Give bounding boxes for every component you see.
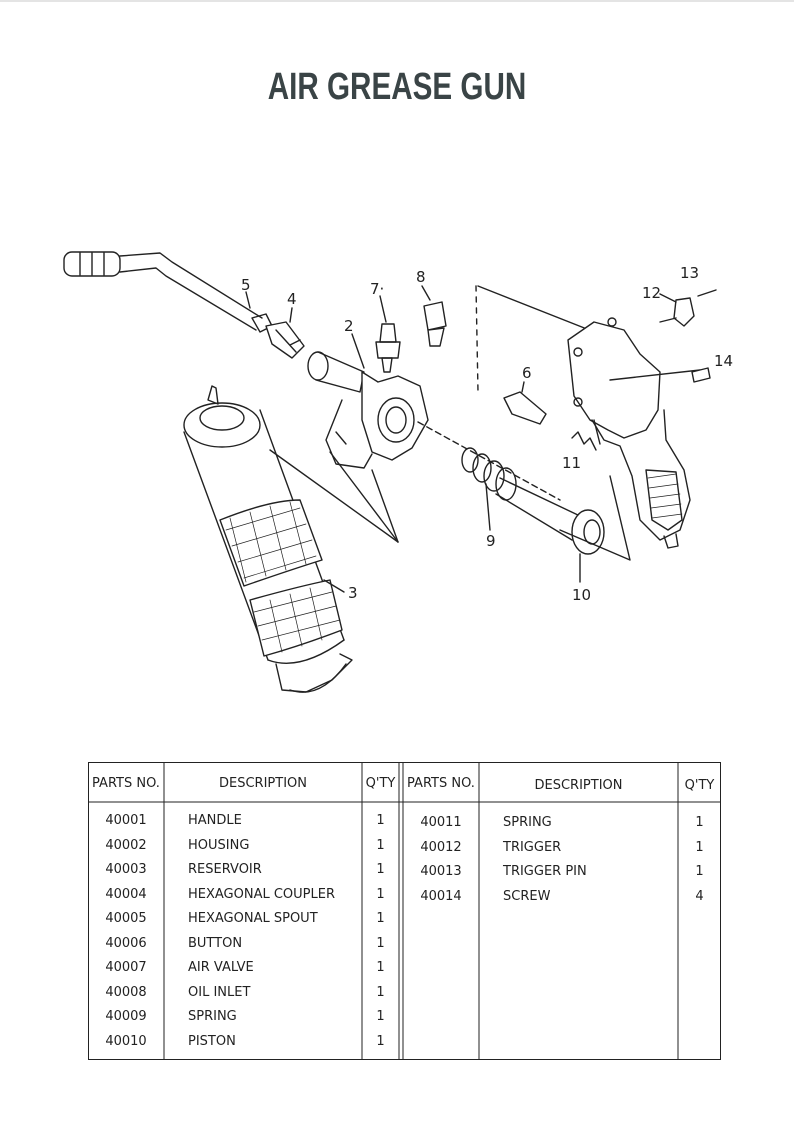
callout-7: 7· <box>370 280 384 298</box>
part-number: 40013 <box>420 864 462 879</box>
part-number: 40010 <box>105 1033 147 1049</box>
part-number: 40001 <box>105 813 147 828</box>
part-description: PISTON <box>188 1033 236 1049</box>
scan-top-edge <box>0 0 794 2</box>
part-number: 40012 <box>420 839 462 855</box>
part-qty: 1 <box>376 911 385 926</box>
header-parts-no-right: PARTS NO. <box>407 776 475 791</box>
part-number: 40003 <box>105 862 147 877</box>
callout-13: 13 <box>680 264 699 282</box>
callout-2: 2 <box>344 317 354 335</box>
parts-table-grid <box>88 762 721 1060</box>
part-qty: 1 <box>376 837 385 853</box>
part-description: TRIGGER <box>503 839 562 855</box>
part-description: TRIGGER PIN <box>503 864 587 879</box>
part-qty: 1 <box>695 839 704 855</box>
part-description: HEXAGONAL SPOUT <box>188 911 318 926</box>
part-qty: 1 <box>376 862 385 877</box>
part-small-spring <box>571 419 601 451</box>
part-number: 40011 <box>420 815 462 830</box>
part-number: 40009 <box>105 1009 147 1024</box>
part-description: AIR VALVE <box>188 960 254 975</box>
part-number: 40008 <box>105 984 147 1000</box>
part-number: 40014 <box>420 888 462 904</box>
part-trigger-housing <box>475 285 701 561</box>
callout-4: 4 <box>287 290 297 308</box>
callout-12: 12 <box>642 284 661 302</box>
part-description: SPRING <box>188 1009 237 1024</box>
callout-5: 5 <box>241 276 251 294</box>
part-description: SPRING <box>503 815 552 830</box>
part-description: OIL INLET <box>188 984 251 1000</box>
part-oil-inlet <box>421 285 447 347</box>
part-description: HANDLE <box>188 813 242 828</box>
part-number: 40004 <box>105 886 147 902</box>
callout-9: 9 <box>486 532 496 550</box>
part-qty: 4 <box>695 888 704 904</box>
exploded-diagram: 5 4 2 7· 8 6 11 9 10 3 12 13 14 <box>63 251 733 693</box>
part-number: 40002 <box>105 837 147 853</box>
part-qty: 1 <box>376 1009 385 1024</box>
part-hex-coupler <box>251 313 305 359</box>
part-qty: 1 <box>376 960 385 975</box>
part-number: 40005 <box>105 911 147 926</box>
part-qty: 1 <box>376 886 385 902</box>
header-description-left: DESCRIPTION <box>219 776 307 791</box>
part-air-valve <box>375 295 401 373</box>
header-qty-left: Q'TY <box>365 776 396 791</box>
part-qty: 1 <box>376 935 385 951</box>
callout-11: 11 <box>562 454 581 472</box>
part-description: HOUSING <box>188 837 250 853</box>
part-qty: 1 <box>695 815 704 830</box>
part-number: 40007 <box>105 960 147 975</box>
part-description: SCREW <box>503 888 551 904</box>
part-trigger-pin-screw <box>659 289 717 383</box>
part-handle <box>63 251 263 331</box>
part-description: RESERVOIR <box>188 862 262 877</box>
part-number: 40006 <box>105 935 147 951</box>
callout-3: 3 <box>348 584 358 602</box>
part-description: HEXAGONAL COUPLER <box>188 886 336 902</box>
callout-14: 14 <box>714 352 733 370</box>
header-description-right: DESCRIPTION <box>534 778 623 793</box>
part-spring-piston <box>417 421 605 555</box>
part-qty: 1 <box>376 813 385 828</box>
part-qty: 1 <box>376 984 385 1000</box>
callout-8: 8 <box>416 268 426 286</box>
part-description: BUTTON <box>188 935 243 951</box>
callout-6: 6 <box>522 364 532 382</box>
part-reservoir <box>183 385 399 693</box>
header-parts-no-left: PARTS NO. <box>92 776 160 791</box>
part-button <box>503 381 547 425</box>
part-qty: 1 <box>376 1033 385 1049</box>
page-title: AIR GREASE GUN <box>267 66 527 108</box>
callout-10: 10 <box>572 586 591 604</box>
header-qty-right: Q'TY <box>684 778 715 793</box>
part-qty: 1 <box>695 864 704 879</box>
part-housing <box>307 351 429 543</box>
